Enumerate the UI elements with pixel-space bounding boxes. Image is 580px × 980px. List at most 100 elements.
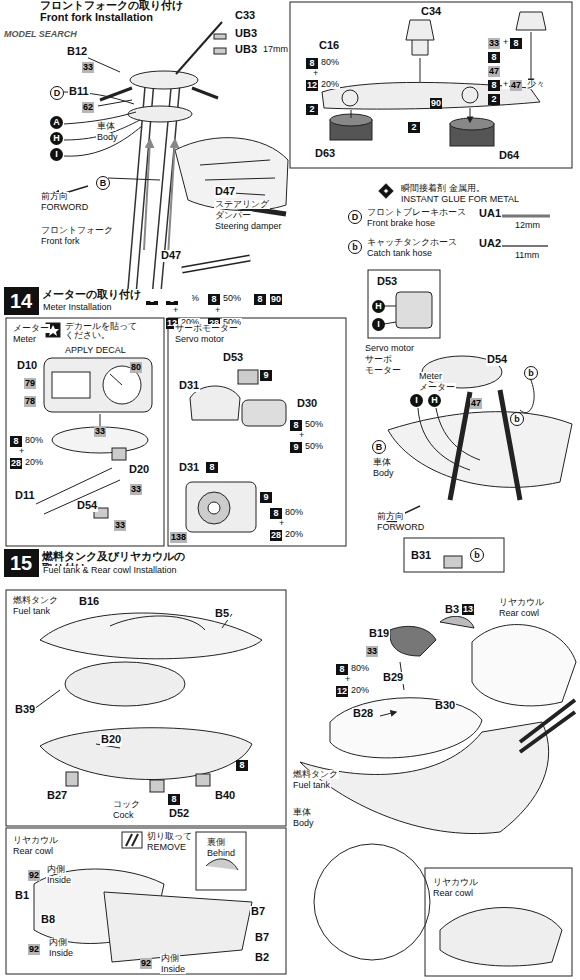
- inset-frame: [168, 318, 346, 546]
- paint-code: 9: [260, 492, 272, 503]
- annotation: 少々: [526, 80, 546, 89]
- annotation: +: [172, 306, 179, 315]
- paint-code: 28: [270, 530, 282, 541]
- part-number: B7: [250, 906, 266, 918]
- part-number: D54: [76, 500, 98, 512]
- hose-letter: H: [50, 132, 63, 145]
- paint-code: 78: [24, 396, 36, 407]
- paint-code: 12: [336, 686, 348, 697]
- tank-inner: [65, 662, 185, 706]
- annotation: Servo motor: [174, 335, 225, 344]
- annotation: Inside: [48, 949, 74, 958]
- hose-letter: b: [348, 240, 362, 254]
- paint-code: 8: [488, 52, 500, 63]
- hose-letter: H: [372, 300, 385, 313]
- paint-code: 2: [488, 94, 500, 105]
- servo-motor: [242, 400, 286, 426]
- annotation: 車体: [96, 122, 116, 131]
- part-number: B39: [14, 704, 36, 716]
- annotation: フロントフォーク: [40, 226, 114, 235]
- wheel: [314, 844, 430, 960]
- annotation: メーター: [12, 324, 50, 333]
- glue-symbol: [379, 184, 393, 198]
- paint-code: 8: [270, 508, 282, 519]
- rear-cowl: [104, 892, 252, 962]
- hose-letter: B: [96, 176, 110, 190]
- annotation: INSTANT GLUE FOR METAL: [400, 195, 520, 204]
- paint-code: 47: [510, 80, 522, 91]
- annotation: Behind: [206, 849, 236, 858]
- part-number: UB3: [234, 28, 258, 40]
- annotation: コック: [112, 800, 141, 809]
- paint-code: 62: [82, 102, 94, 113]
- hose-letter: I: [50, 148, 63, 161]
- annotation: +: [312, 69, 319, 78]
- part-number: D47: [160, 250, 182, 262]
- part-number: D47: [214, 186, 236, 198]
- paint-code: 2: [408, 122, 420, 133]
- paint-code: 33: [94, 426, 106, 437]
- inset-frame: [368, 270, 440, 338]
- annotation: 20%: [320, 80, 340, 89]
- annotation: ダンパー: [214, 211, 252, 220]
- annotation: 内側: [46, 865, 66, 874]
- step-number: 14: [4, 287, 39, 315]
- fuel-tank: [330, 698, 482, 758]
- leader: [108, 178, 160, 180]
- cap-bolt: [516, 12, 546, 30]
- annotation: Rear cowl: [432, 889, 474, 898]
- part-number: D10: [16, 360, 38, 372]
- steering-damper: [182, 258, 250, 270]
- meter: [44, 358, 152, 412]
- paint-code: 92: [28, 944, 40, 955]
- hose-letter: D: [348, 210, 362, 224]
- annotation: Inside: [160, 965, 186, 974]
- paint-code: 33: [114, 520, 126, 531]
- engine-detail: [200, 160, 275, 195]
- paint-code: 47: [488, 66, 500, 77]
- part-number: B20: [100, 734, 122, 746]
- annotation: Front fork: [40, 237, 81, 246]
- paint-code: 33: [366, 646, 378, 657]
- step-number-text: 14: [10, 290, 33, 312]
- annotation: 80%: [24, 436, 44, 445]
- annotation: 裏側: [206, 838, 226, 847]
- paint-code: 33: [82, 62, 94, 73]
- paint-code: 8: [208, 294, 220, 305]
- annotation: サーボ: [364, 355, 393, 364]
- annotation: Body: [96, 133, 119, 142]
- annotation: 燃料タンク: [12, 596, 59, 605]
- paint-code: 8: [10, 436, 22, 447]
- paint-code: 9: [260, 370, 272, 381]
- annotation: リヤカウル: [498, 598, 545, 607]
- hose-letter: B: [372, 440, 386, 454]
- annotation: 50%: [304, 442, 324, 451]
- part-number: B5: [214, 608, 230, 620]
- hose-letter: A: [50, 116, 63, 129]
- annotation: キャッチタンクホース: [366, 238, 458, 247]
- part-number: D31: [178, 380, 200, 392]
- part-number: B7: [254, 932, 270, 944]
- part-number: D64: [498, 150, 520, 162]
- paint-code: 8: [510, 38, 522, 49]
- step-number: 15: [4, 549, 39, 577]
- annotation: Cock: [112, 811, 135, 820]
- annotation: Rear cowl: [498, 609, 540, 618]
- annotation: 瞬間接着剤 金属用。: [400, 184, 486, 193]
- annotation: 内側: [160, 954, 180, 963]
- part-number: B28: [352, 708, 374, 720]
- part-number: B2: [254, 952, 270, 964]
- hose-sample: [502, 245, 548, 247]
- hose-letter: b: [524, 366, 538, 380]
- annotation: メーター: [418, 383, 456, 392]
- annotation: Steering damper: [214, 222, 283, 231]
- meter-housing: [52, 427, 148, 453]
- paint-code: 8: [290, 420, 302, 431]
- part-number: B31: [410, 550, 432, 562]
- annotation: +: [278, 519, 285, 528]
- inset-frame: [6, 828, 286, 974]
- paint-code: 28: [10, 458, 22, 469]
- annotation: ステアリング: [214, 200, 270, 209]
- annotation: 車体: [372, 458, 392, 467]
